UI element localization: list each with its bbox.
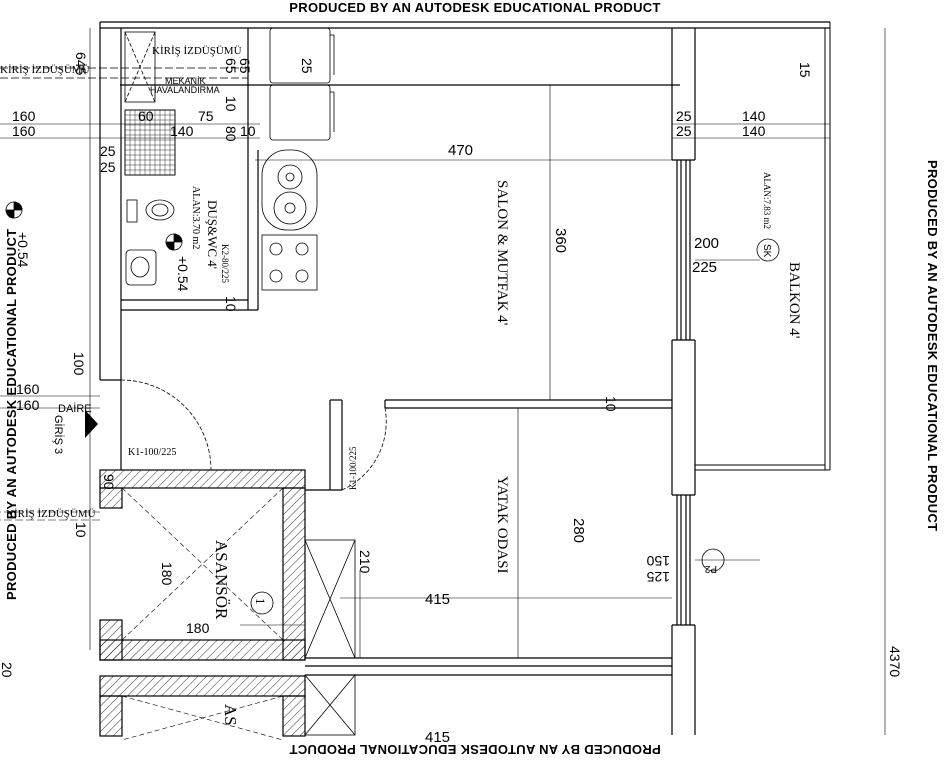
- giris-label: GİRİŞ 3: [52, 415, 65, 454]
- kitchen-fixtures: [261, 27, 335, 291]
- dim-10-d: 10: [223, 296, 239, 312]
- dim-25-top: 25: [299, 58, 315, 74]
- bathroom-fixtures: [0, 31, 248, 286]
- dim-60: 60: [138, 108, 154, 124]
- dim-280: 280: [570, 518, 587, 543]
- level-markers: [5, 201, 780, 615]
- dim-360: 360: [552, 228, 569, 253]
- doors: [120, 379, 387, 491]
- level-label-2: +0.54: [175, 256, 191, 292]
- walls: [99, 21, 830, 735]
- balcony-outline: [695, 22, 831, 471]
- room-label-balkon: BALKON 4': [786, 262, 802, 339]
- dim-200: 200: [694, 235, 719, 252]
- p2-tag: P2: [704, 563, 717, 574]
- dim-415-b: 415: [425, 729, 450, 746]
- dim-25-b: 25: [100, 159, 116, 175]
- dim-25-d: 25: [676, 123, 692, 139]
- dim-125: 125: [646, 569, 670, 585]
- dim-180-a: 180: [159, 562, 175, 586]
- dim-10-c: 10: [603, 396, 619, 412]
- mechanical-label: MEKANİK: [165, 76, 206, 86]
- dim-140-c: 140: [742, 123, 766, 139]
- dim-160-d: 160: [16, 397, 40, 413]
- dim-20: 20: [0, 662, 15, 678]
- dim-210: 210: [357, 550, 373, 574]
- dim-100: 100: [71, 352, 87, 376]
- dim-160-a: 160: [12, 108, 36, 124]
- dim-25-a: 25: [100, 143, 116, 159]
- dim-10-a: 10: [223, 96, 239, 112]
- dim-140-a: 140: [170, 123, 194, 139]
- dim-140-b: 140: [742, 108, 766, 124]
- dim-90: 90: [101, 474, 117, 490]
- beam-label-1: KİRİŞ İZDÜŞÜMÜ: [0, 64, 90, 76]
- daire-label: DAİRE: [58, 402, 92, 415]
- shaft-box: [304, 539, 356, 736]
- dim-470: 470: [448, 142, 473, 159]
- room-label-asansor-2: AS: [221, 704, 240, 726]
- dim-180-b: 180: [186, 620, 210, 636]
- dim-25-c: 25: [676, 108, 692, 124]
- dim-10-e: 10: [73, 522, 89, 538]
- room-label-dus: DUŞ&WC 4': [205, 200, 220, 269]
- dim-225: 225: [692, 259, 717, 276]
- dim-4370: 4370: [887, 646, 903, 677]
- room-label-salon: SALON & MUTFAK 4': [494, 180, 510, 326]
- ventilation-label: HAVALANDIRMA: [150, 85, 220, 95]
- watermark-top: PRODUCED BY AN AUTODESK EDUCATIONAL PROD…: [289, 0, 661, 15]
- door-tag-k2: K2-80/225: [220, 244, 230, 283]
- door-tag-k1-2: K1-100/225: [348, 446, 358, 490]
- dim-150: 150: [646, 553, 670, 569]
- entry-arrow: [85, 410, 98, 438]
- room-label-asansor: ASANSÖR: [212, 540, 231, 620]
- beam-label-2: KİRİŞ İZDÜŞÜMÜ: [152, 45, 242, 57]
- dim-15: 15: [797, 62, 813, 78]
- dim-80: 80: [223, 126, 239, 142]
- beam-label-3: KİRİŞ İZDÜŞÜMÜ: [6, 508, 96, 520]
- dus-area: ALAN:3.70 m2: [190, 186, 201, 249]
- level-label-1: +0.54: [15, 232, 31, 268]
- dim-160-b: 160: [12, 123, 36, 139]
- dim-75: 75: [198, 108, 214, 124]
- room-label-yatak: YATAK ODASI: [494, 476, 510, 574]
- dim-65-b: 65: [237, 58, 253, 74]
- dim-10-b: 10: [240, 123, 256, 139]
- dim-645: 645: [73, 52, 89, 76]
- dim-160-c: 160: [16, 381, 40, 397]
- elevator-shaft: [99, 469, 306, 741]
- sk-tag: SK: [761, 244, 772, 258]
- asansor-number: 1: [253, 598, 268, 605]
- dim-415-a: 415: [425, 591, 450, 608]
- dimension-lines: [0, 28, 886, 735]
- balkon-area: ALAN:7.83 m2: [762, 172, 772, 229]
- dim-65-a: 65: [223, 58, 239, 74]
- door-tag-k1: K1-100/225: [128, 447, 176, 458]
